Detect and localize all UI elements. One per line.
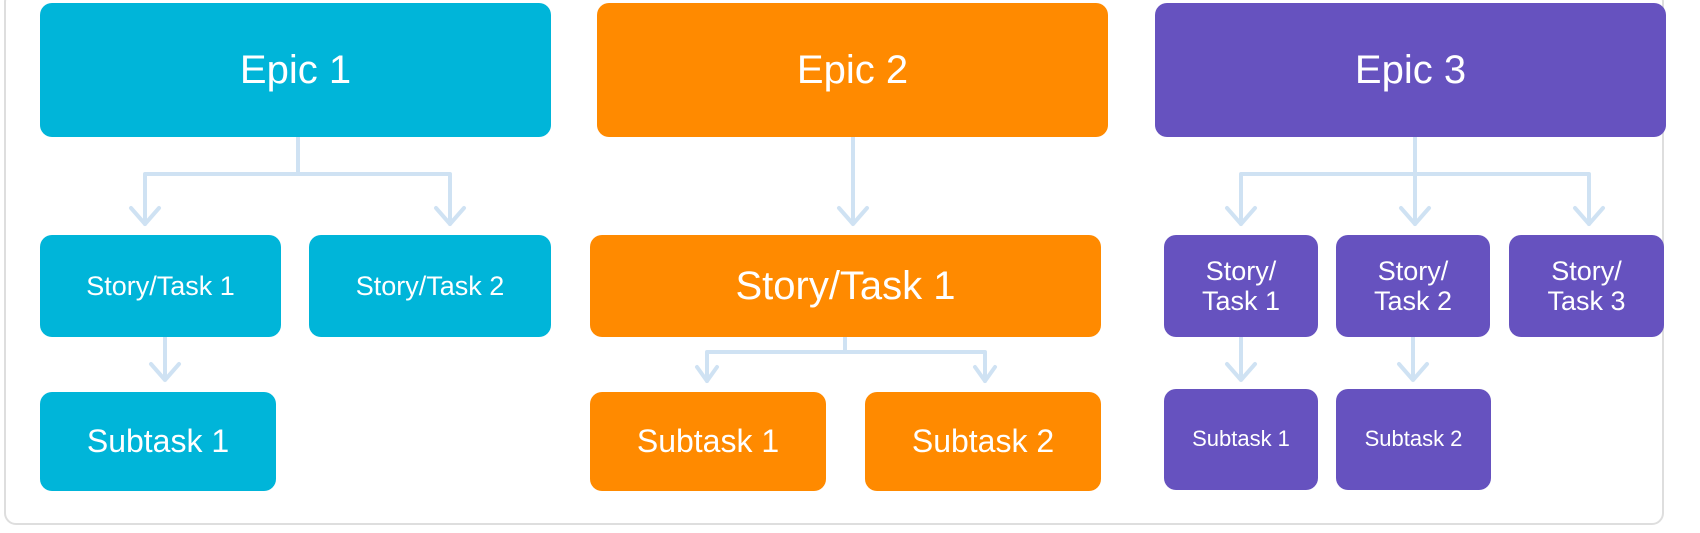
epic1-title: Epic 1 — [239, 47, 352, 92]
epic1-subtask1-label: Subtask 1 — [86, 422, 230, 459]
epic2-story1-box: Story/Task 1 — [590, 235, 1101, 337]
epic2-connector — [837, 135, 869, 226]
epic1-story2-box: Story/Task 2 — [309, 235, 551, 337]
epic2-subtask2-label: Subtask 2 — [911, 422, 1055, 459]
epic3-story3-box: Story/ Task 3 — [1509, 235, 1664, 337]
epic1-connector — [143, 135, 452, 226]
epic3-story1-box: Story/ Task 1 — [1164, 235, 1318, 337]
epic1-story1-box: Story/Task 1 — [40, 235, 281, 337]
epic3-title: Epic 3 — [1354, 47, 1467, 92]
epic3-subtask2-label: Subtask 2 — [1364, 426, 1463, 452]
epic1-story1-label: Story/Task 1 — [86, 270, 235, 301]
epic3-subtask1-label: Subtask 1 — [1192, 426, 1290, 452]
epic3-story1-label: Story/ Task 1 — [1201, 255, 1281, 316]
epic3-story2-connector — [1397, 335, 1429, 382]
epic2-arrowheads — [695, 365, 997, 383]
epic2-box: Epic 2 — [597, 3, 1108, 137]
epic3-subtask1-box: Subtask 1 — [1164, 389, 1318, 490]
epic2-subtask1-label: Subtask 1 — [636, 422, 780, 459]
epic3-arrowheads — [1225, 206, 1605, 226]
epic1-story1-connector — [149, 335, 181, 382]
epic3-story1-connector — [1225, 335, 1257, 382]
epic1-arrowheads — [129, 206, 466, 226]
epic1-subtask1-box: Subtask 1 — [40, 392, 276, 491]
epic3-story3-label: Story/ Task 3 — [1547, 255, 1626, 316]
epic3-subtask2-box: Subtask 2 — [1336, 389, 1491, 490]
epic3-story2-label: Story/ Task 2 — [1373, 255, 1453, 316]
epic2-story1-label: Story/Task 1 — [735, 263, 956, 308]
epic1-story2-label: Story/Task 2 — [355, 270, 505, 301]
epic3-connector — [1239, 135, 1591, 226]
epic2-subtask1-box: Subtask 1 — [590, 392, 826, 491]
epic2-story-connector — [705, 335, 987, 383]
epic1-box: Epic 1 — [40, 3, 551, 137]
epic3-box: Epic 3 — [1155, 3, 1666, 137]
epic3-story2-box: Story/ Task 2 — [1336, 235, 1490, 337]
epic2-subtask2-box: Subtask 2 — [865, 392, 1101, 491]
epic2-title: Epic 2 — [796, 47, 909, 92]
